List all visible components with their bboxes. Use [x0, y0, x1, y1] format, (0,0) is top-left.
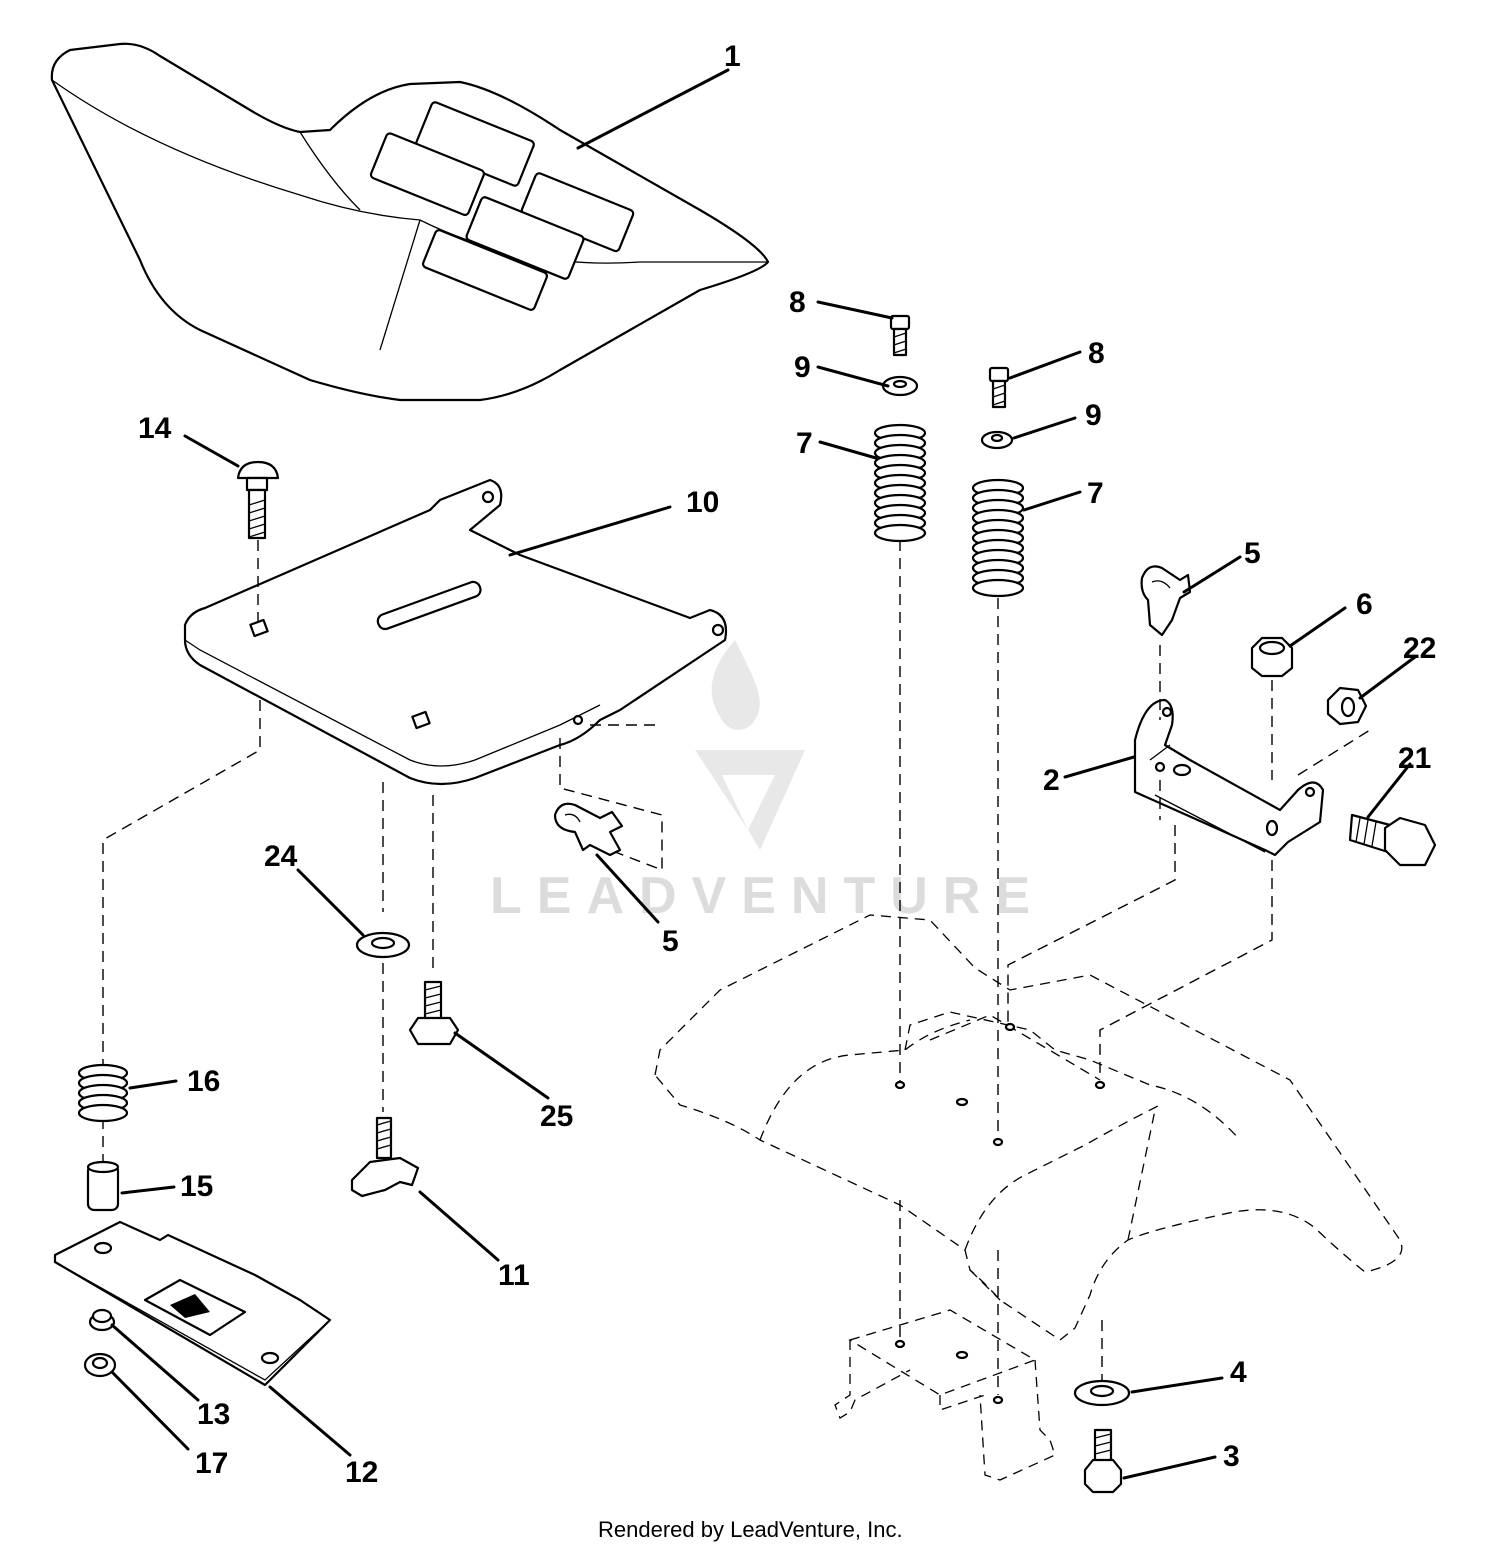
callout-spring-left: 7 [796, 427, 813, 460]
flange-nut [83, 1352, 117, 1378]
callout-screw-left: 8 [789, 286, 806, 319]
frame-phantom [834, 1309, 1056, 1481]
clip-left [553, 802, 624, 857]
callout-slide-plate: 12 [345, 1456, 378, 1489]
carriage-bolt [236, 460, 280, 540]
callout-clip-left: 5 [662, 925, 679, 958]
screw-left [889, 314, 911, 357]
assembly-lines-left [102, 540, 663, 1162]
callout-clip-right: 5 [1244, 537, 1261, 570]
callout-nut-bracket: 6 [1356, 588, 1373, 621]
callout-washer-small-right: 9 [1085, 399, 1102, 432]
hex-nut [1326, 686, 1368, 726]
callout-washer-right: 4 [1230, 1356, 1247, 1389]
callout-knob: 11 [498, 1259, 530, 1292]
washer-small-right [980, 430, 1014, 450]
callout-seat-pan: 10 [686, 486, 719, 519]
callout-washer-center: 24 [264, 840, 298, 873]
callout-shoulder-bolt: 21 [1398, 742, 1431, 775]
seat-pan [183, 478, 728, 786]
pan-bracket [1133, 698, 1325, 857]
spring-left [873, 423, 927, 543]
shoulder-bolt [1348, 813, 1437, 867]
spring-small [77, 1063, 129, 1123]
spring-right [971, 478, 1025, 598]
callout-hex-nut: 22 [1403, 632, 1436, 665]
knob [350, 1116, 420, 1198]
callout-seat: 1 [724, 40, 741, 73]
fender-phantom [654, 914, 1403, 1341]
footer-credit: Rendered by LeadVenture, Inc. [598, 1517, 903, 1542]
seat [50, 42, 770, 402]
callout-nut-plate: 13 [197, 1398, 230, 1431]
callout-spacer: 15 [180, 1170, 213, 1203]
callout-carriage-bolt: 14 [138, 412, 172, 445]
callout-bolt-right: 3 [1223, 1440, 1240, 1473]
watermark-text: LEADVENTURE [490, 867, 1045, 925]
washer-center [355, 931, 411, 959]
callout-flange-nut: 17 [195, 1447, 228, 1480]
nut-plate [88, 1308, 116, 1332]
slide-plate [53, 1220, 332, 1387]
assembly-lines-right [899, 540, 1371, 1395]
callout-labels: 1 2 3 4 5 5 6 7 7 8 8 9 9 10 11 12 13 14… [138, 40, 1436, 1489]
leader-lines [110, 68, 1417, 1480]
callout-screw-right: 8 [1088, 337, 1105, 370]
screw-right [988, 366, 1010, 409]
screw-center [408, 980, 460, 1046]
nut-bracket [1250, 636, 1294, 678]
clip-right [1140, 565, 1192, 637]
spacer [86, 1160, 120, 1212]
leadventure-watermark-logo [695, 640, 805, 850]
callout-spring-small: 16 [187, 1065, 220, 1098]
bolt-right [1083, 1428, 1123, 1494]
callout-screw-center: 25 [540, 1100, 573, 1133]
callout-pan-bracket: 2 [1043, 764, 1060, 797]
callout-washer-small-left: 9 [794, 351, 811, 384]
washer-right [1073, 1379, 1131, 1407]
callout-spring-right: 7 [1087, 477, 1104, 510]
